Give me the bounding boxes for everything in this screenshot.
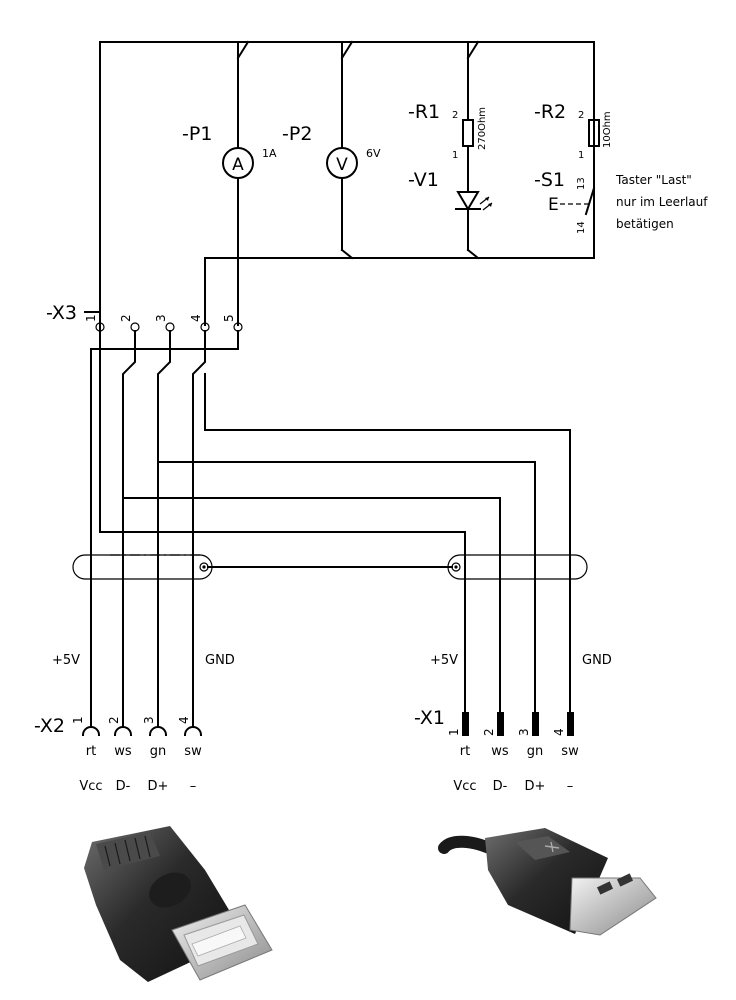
s1-pin-bottom: 14 — [576, 221, 587, 234]
voltmeter-branch: V -P2 6V — [282, 57, 381, 245]
x1-gnd-label: GND — [582, 653, 612, 668]
r1-ref: -R1 — [408, 101, 440, 123]
r1-pin-bottom: 1 — [452, 150, 458, 161]
x1-pin4-label: 4 — [552, 728, 566, 736]
x2-pin3-socket — [148, 726, 168, 737]
x2-vcc-label: +5V — [52, 653, 80, 668]
x2-signal4: – — [190, 779, 197, 794]
power-frame — [99, 40, 595, 341]
ammeter-rating: 1A — [262, 147, 277, 160]
x2-signal2: D- — [116, 779, 131, 794]
x1-signal1: Vcc — [453, 779, 476, 794]
ammeter-branch: A -P1 1A — [182, 57, 277, 326]
x1-ref: -X1 — [414, 707, 445, 729]
x2-signal3: D+ — [148, 779, 169, 794]
load-branch: -R2 2 1 10Ohm -S1 E 13 14 Taster "Last" … — [534, 41, 708, 259]
voltmeter-ref: -P2 — [282, 123, 312, 145]
resistor-r1-symbol — [462, 119, 474, 147]
x1-color2: ws — [491, 744, 509, 759]
led-branch: -R1 2 1 270Ohm -V1 — [408, 57, 493, 245]
x2-color2: ws — [114, 744, 132, 759]
x1-pin3-plug — [532, 712, 539, 736]
connector-x2: +5V GND -X2 1 2 3 4 rt ws gn sw Vcc D- D… — [34, 653, 235, 794]
x2-color3: gn — [150, 744, 167, 759]
x1-signal3: D+ — [525, 779, 546, 794]
switch-s1-symbol — [584, 186, 596, 216]
usb-male-plug-photo — [438, 828, 657, 936]
r1-pin-top: 2 — [452, 110, 458, 121]
x2-ref: -X2 — [34, 715, 65, 737]
x1-pin4-plug — [567, 712, 574, 736]
x1-pin1-label: 1 — [447, 728, 461, 736]
x1-pin2-label: 2 — [482, 728, 496, 736]
r2-pin-top: 2 — [578, 110, 584, 121]
terminal-x3: -X3 1 2 3 4 5 — [46, 302, 243, 332]
r2-value: 10Ohm — [602, 111, 613, 148]
x2-color4: sw — [184, 744, 202, 759]
x2-pin1-label: 1 — [71, 716, 85, 724]
x3-pin2-terminal — [130, 322, 140, 332]
x2-pin4-socket — [183, 726, 203, 737]
r2-pin-bottom: 1 — [578, 150, 584, 161]
s1-pin-top: 13 — [576, 177, 587, 190]
x3-pin1-label: 1 — [84, 314, 98, 322]
ammeter-ref: -P1 — [182, 123, 212, 145]
cable-wires — [90, 330, 571, 727]
s1-actuator: E — [548, 195, 559, 215]
v1-ref: -V1 — [408, 169, 439, 191]
s1-note-line2: nur im Leerlauf — [616, 195, 708, 209]
x2-gnd-label: GND — [205, 653, 235, 668]
x3-pin3-terminal — [165, 322, 175, 332]
r1-value: 270Ohm — [477, 107, 488, 150]
x1-color4: sw — [561, 744, 579, 759]
ammeter-symbol-letter: A — [232, 155, 244, 175]
s1-note-line1: Taster "Last" — [615, 173, 692, 187]
x1-signal4: – — [567, 779, 574, 794]
voltmeter-symbol-letter: V — [336, 155, 348, 175]
connector-x1: +5V GND -X1 1 2 3 4 rt ws gn sw Vcc D- D… — [414, 653, 612, 794]
x1-pin3-label: 3 — [517, 728, 531, 736]
x2-color1: rt — [86, 744, 96, 759]
x3-pin4-label: 4 — [189, 314, 203, 322]
x2-signal1: Vcc — [79, 779, 102, 794]
voltmeter-rating: 6V — [366, 147, 381, 160]
s1-note-line3: betätigen — [616, 217, 674, 231]
usb-female-adapter-photo — [84, 826, 273, 982]
x2-pin4-label: 4 — [177, 716, 191, 724]
x1-color3: gn — [527, 744, 544, 759]
led-v1-symbol — [456, 191, 480, 211]
x1-vcc-label: +5V — [430, 653, 458, 668]
x3-pin2-label: 2 — [119, 314, 133, 322]
r2-ref: -R2 — [534, 101, 566, 123]
cable-shield — [72, 554, 588, 580]
x1-pin1-plug — [462, 712, 469, 736]
x3-ref: -X3 — [46, 302, 77, 324]
x3-pin3-label: 3 — [154, 314, 168, 322]
x3-pin5-label: 5 — [222, 314, 236, 322]
x2-pin2-socket — [113, 726, 133, 737]
x2-pin2-label: 2 — [107, 716, 121, 724]
x2-pin3-label: 3 — [142, 716, 156, 724]
x1-color1: rt — [460, 744, 470, 759]
s1-ref: -S1 — [534, 169, 565, 191]
x1-pin2-plug — [497, 712, 504, 736]
x2-pin1-socket — [81, 726, 101, 737]
x1-signal2: D- — [493, 779, 508, 794]
